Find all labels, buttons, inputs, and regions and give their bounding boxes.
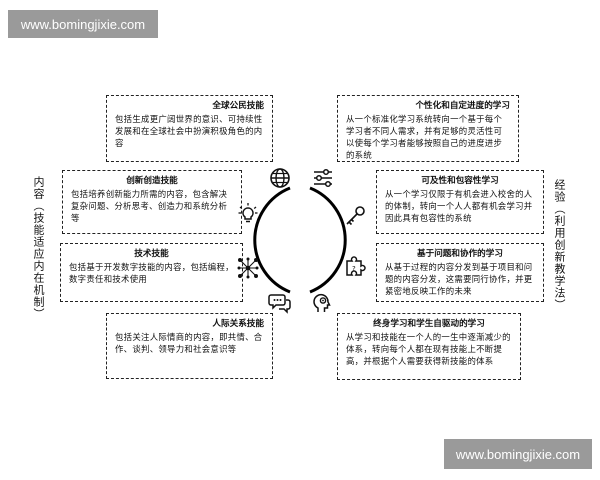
watermark-bottom: www.bomingjixie.com xyxy=(444,439,592,469)
key-icon xyxy=(346,206,365,226)
lightbulb-icon xyxy=(238,203,258,223)
box-title: 创新创造技能 xyxy=(126,176,178,186)
box-title: 个性化和自定进度的学习 xyxy=(415,101,510,111)
box-body: 包括基于开发数字技能的内容，包括编程， 数字责任和技术使用 xyxy=(69,262,234,284)
network-icon xyxy=(237,257,259,279)
box-title: 终身学习和学生自驱动的学习 xyxy=(373,319,485,329)
left-arc xyxy=(253,186,291,294)
box-body: 从学习和技能在一个人的一生中逐渐减少的体系，转向每个人都在现有技能上不断提高，并… xyxy=(346,332,511,366)
box-body: 包括培养创新能力所需的内容，包含解决复杂问题、分析思考、创造力和系统分析等 xyxy=(71,189,228,223)
lifelong-learning-box: 终身学习和学生自驱动的学习 从学习和技能在一个人的一生中逐渐减少的体系，转向每个… xyxy=(337,313,521,380)
innovation-creativity-box: 创新创造技能 包括培养创新能力所需的内容，包含解决复杂问题、分析思考、创造力和系… xyxy=(62,170,242,234)
box-title: 可及性和包容性学习 xyxy=(421,176,499,186)
experience-axis-label: 经验（利用创新教学法） xyxy=(553,179,566,311)
watermark-top: www.bomingjixie.com xyxy=(8,10,158,38)
global-citizenship-box: 全球公民技能 包括生成更广阔世界的意识、可持续性发展和在全球社会中扮演积极角色的… xyxy=(106,95,273,162)
box-body: 从一个标准化学习系统转向一个基于每个学习者不同人需求，并有足够的灵活性可以使每个… xyxy=(346,114,503,160)
box-title: 人际关系技能 xyxy=(212,319,264,329)
box-title: 基于问题和协作的学习 xyxy=(417,249,503,259)
head-gear-icon xyxy=(313,293,331,312)
chat-bubbles-icon xyxy=(268,294,291,314)
box-body: 从一个学习仅限于有机会进入校舍的人的体制，转向一个人人都有机会学习并因此具有包容… xyxy=(385,189,533,223)
globe-icon xyxy=(270,168,290,188)
box-body: 包括生成更广阔世界的意识、可持续性发展和在全球社会中扮演积极角色的内容 xyxy=(115,114,263,148)
technology-skills-box: 技术技能 包括基于开发数字技能的内容，包括编程， 数字责任和技术使用 xyxy=(60,243,243,302)
personalized-learning-box: 个性化和自定进度的学习 从一个标准化学习系统转向一个基于每个学习者不同人需求，并… xyxy=(337,95,519,162)
box-title: 技术技能 xyxy=(134,249,169,259)
svg-text:?: ? xyxy=(352,265,356,273)
box-body: 包括关注人际情商的内容，即共情、合作、谈判、领导力和社会意识等 xyxy=(115,332,263,354)
puzzle-icon: ? xyxy=(346,256,366,276)
sliders-icon xyxy=(314,168,332,188)
accessible-inclusive-learning-box: 可及性和包容性学习 从一个学习仅限于有机会进入校舍的人的体制，转向一个人人都有机… xyxy=(376,170,544,234)
box-title: 全球公民技能 xyxy=(212,101,264,111)
right-arc xyxy=(309,186,347,294)
content-axis-label: 内容（技能适应内在机制） xyxy=(32,176,45,320)
interpersonal-skills-box: 人际关系技能 包括关注人际情商的内容，即共情、合作、谈判、领导力和社会意识等 xyxy=(106,313,273,379)
center-circle-arcs xyxy=(253,186,347,294)
box-body: 从基于过程的内容分发到基于项目和问题的内容分发，这需要同行协作，并更紧密地反映工… xyxy=(385,262,533,296)
problem-based-learning-box: 基于问题和协作的学习 从基于过程的内容分发到基于项目和问题的内容分发，这需要同行… xyxy=(376,243,544,302)
